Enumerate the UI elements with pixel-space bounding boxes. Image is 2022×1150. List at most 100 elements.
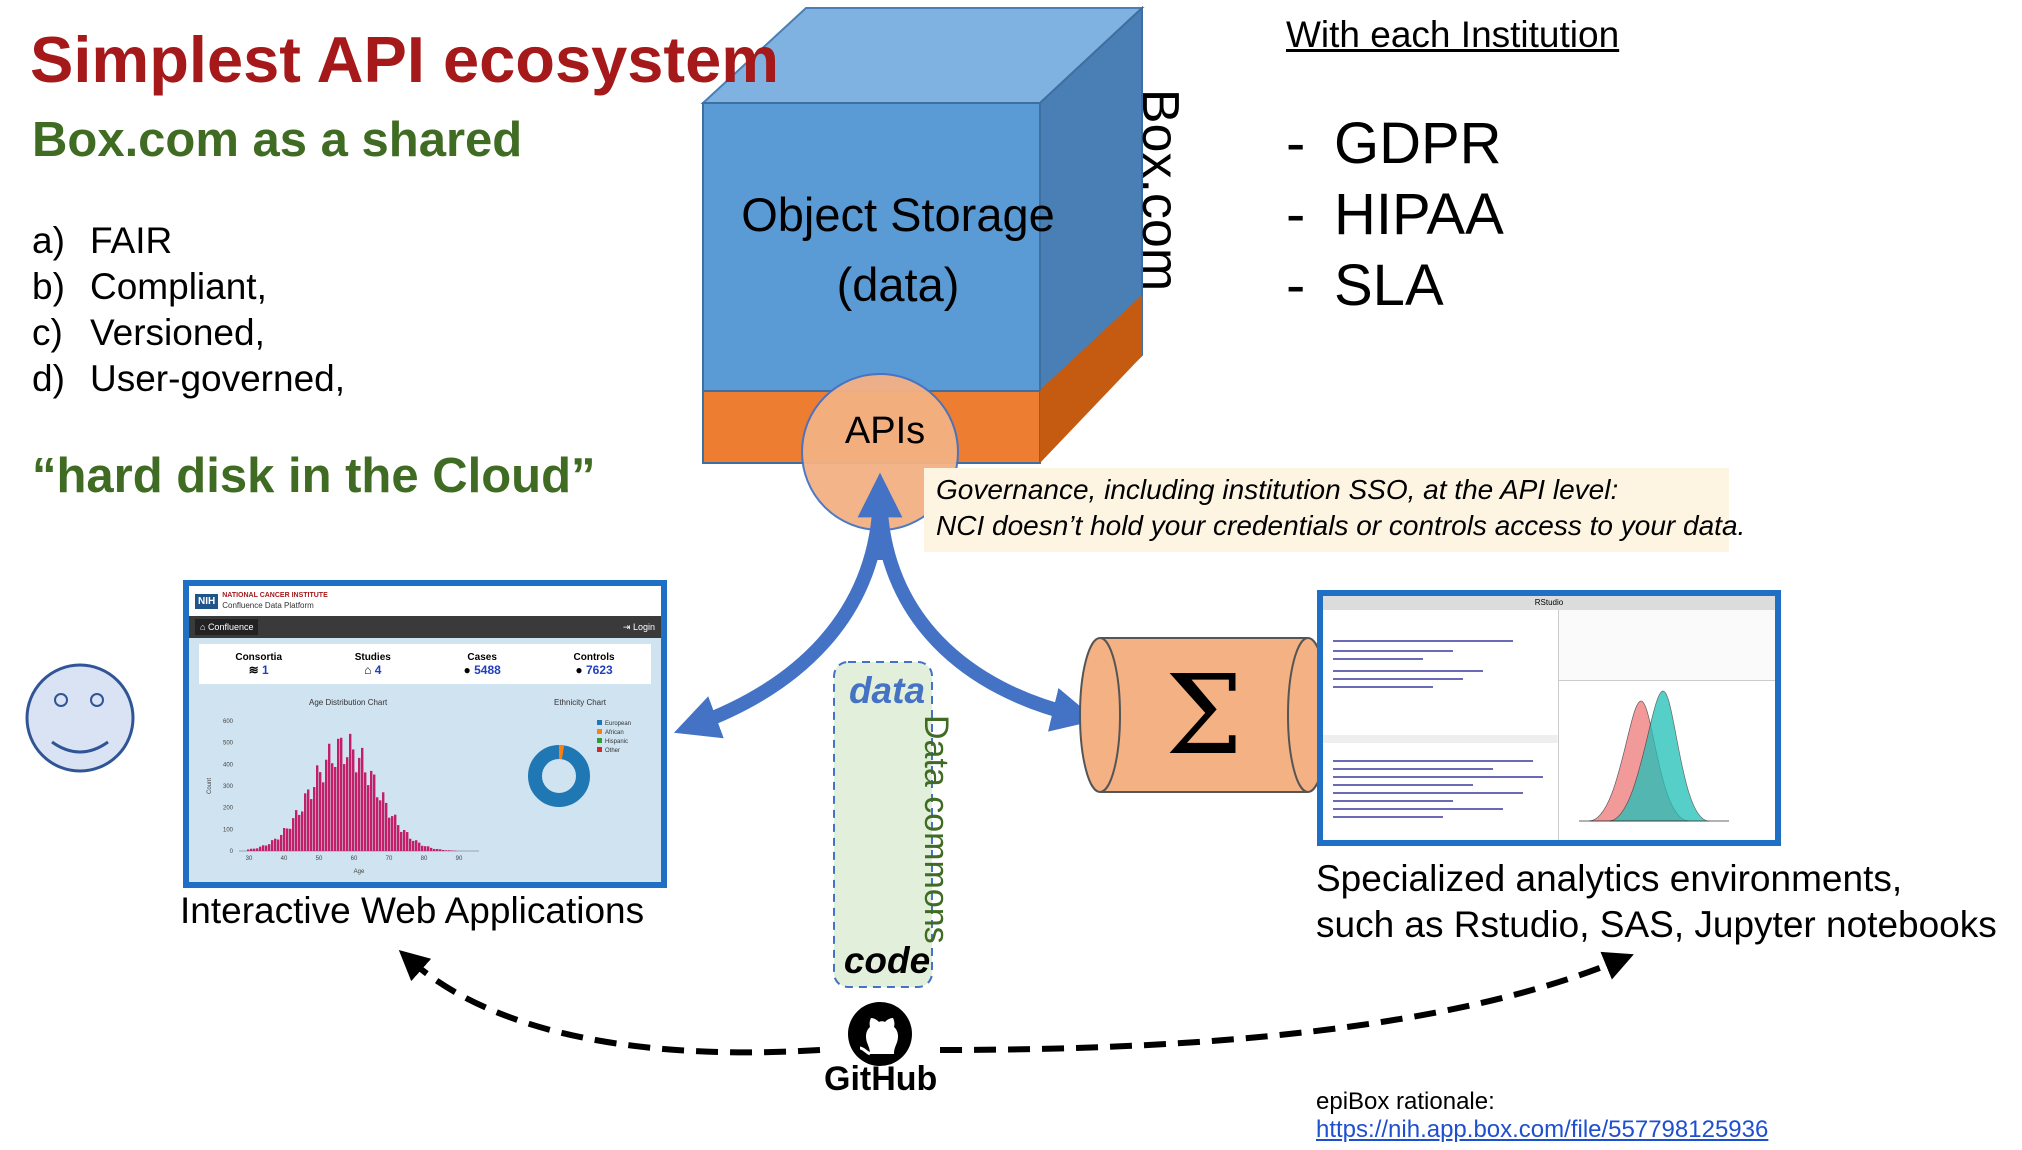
- rstudio-title: RStudio: [1323, 596, 1775, 610]
- apis-label: APIs: [844, 410, 926, 452]
- data-commons-label: Data commons: [917, 715, 955, 944]
- property-text: User-governed,: [90, 358, 346, 399]
- sigma-icon: Σ: [1165, 651, 1243, 779]
- histogram-x-label: Age: [354, 869, 365, 875]
- histogram-bar: [355, 772, 358, 851]
- histogram-bar: [388, 817, 391, 851]
- histogram-bar: [319, 772, 322, 851]
- epibox-link[interactable]: https://nih.app.box.com/file/55779812593…: [1316, 1116, 1769, 1143]
- donut-legend-swatch: [597, 729, 602, 734]
- histogram-x-tick: 90: [456, 856, 463, 862]
- histogram-bar: [436, 848, 439, 851]
- web-app-screenshot: NIH NATIONAL CANCER INSTITUTE Confluence…: [183, 580, 667, 888]
- data-commons-box: [833, 661, 933, 988]
- subtitle: Box.com as a shared: [32, 113, 523, 167]
- github-arrow-left: [398, 950, 821, 1056]
- histogram-x-tick: 80: [421, 856, 428, 862]
- property-text: Versioned,: [90, 312, 265, 353]
- stat-consortia: Consortia ≋ 1: [235, 651, 283, 677]
- cube-front-face: [702, 102, 1041, 392]
- histogram-bar: [406, 832, 409, 851]
- histogram-bar: [391, 816, 394, 851]
- histogram-x-tick: 30: [246, 856, 253, 862]
- code-lines: [1323, 640, 1558, 818]
- donut-legend-label: European: [605, 721, 631, 727]
- histogram-y-tick: 0: [230, 849, 234, 855]
- histogram-bar: [274, 838, 277, 851]
- property-item: b)Compliant,: [32, 264, 345, 310]
- histogram-bar: [367, 785, 370, 851]
- histogram-bar: [301, 811, 304, 851]
- regulation-list: -GDPR -HIPAA -SLA: [1286, 108, 1504, 321]
- github-label: GitHub: [824, 1060, 938, 1098]
- histogram-y-tick: 500: [223, 741, 234, 747]
- histogram-bar: [310, 799, 313, 851]
- web-app-subbrand: Confluence Data Platform: [222, 601, 314, 610]
- histogram-y-tick: 400: [223, 762, 234, 768]
- histogram-y-tick: 300: [223, 784, 234, 790]
- histogram-bar: [304, 793, 307, 851]
- histogram-bar: [346, 757, 349, 851]
- property-key: d): [32, 358, 65, 399]
- histogram-bar: [265, 845, 268, 851]
- governance-line2: NCI doesn’t hold your credentials or con…: [936, 510, 1746, 541]
- histogram-bar: [379, 800, 382, 851]
- nav-home-link[interactable]: ⌂ Confluence: [195, 619, 259, 635]
- data-commons-code: code: [843, 940, 931, 981]
- histogram-bar: [280, 834, 283, 851]
- histogram-bar: [256, 848, 259, 851]
- layers-icon: ≋: [248, 662, 259, 677]
- histogram-bar: [352, 749, 355, 851]
- histogram-bar: [247, 849, 250, 851]
- histogram-bar: [370, 770, 373, 851]
- histogram-bar: [361, 747, 364, 851]
- histogram-bar: [358, 757, 361, 851]
- histogram-bar: [364, 772, 367, 851]
- histogram-bar: [403, 830, 406, 851]
- histogram-x-tick: 60: [351, 856, 358, 862]
- histogram-x-tick: 40: [281, 856, 288, 862]
- institution-title: With each Institution: [1286, 14, 1620, 55]
- histogram-bar: [385, 802, 388, 851]
- histogram-bar: [334, 766, 337, 851]
- nav-login-link[interactable]: ⇥ Login: [622, 621, 655, 632]
- regulation-item: -GDPR: [1286, 111, 1502, 176]
- analytics-label-line1: Specialized analytics environments,: [1316, 858, 1903, 899]
- github-logo-icon: [848, 1002, 912, 1066]
- regulation-text: SLA: [1334, 253, 1444, 318]
- governance-line1: Governance, including institution SSO, a…: [936, 474, 1619, 505]
- stat-controls: Controls ● 7623: [573, 651, 615, 677]
- tagline: “hard disk in the Cloud”: [32, 449, 596, 503]
- histogram-bar: [451, 850, 454, 851]
- histogram-bar: [295, 810, 298, 851]
- histogram-bar: [412, 840, 415, 851]
- cube-side-orange-lower: [1040, 296, 1142, 463]
- histogram-x-tick: 70: [386, 856, 393, 862]
- histogram-bar: [292, 818, 295, 851]
- density-plot: [1578, 690, 1729, 822]
- histogram-bar: [397, 825, 400, 851]
- histogram-y-label: Count: [207, 778, 213, 794]
- histogram-x-tick: 50: [316, 856, 323, 862]
- person-icon: ●: [463, 662, 471, 677]
- histogram-bar: [448, 850, 451, 851]
- rstudio-screenshot: RStudio: [1317, 590, 1781, 846]
- user-smiley-icon: [25, 663, 135, 773]
- object-storage-line1: Object Storage: [741, 188, 1055, 241]
- epibox-label: epiBox rationale:: [1316, 1088, 1495, 1115]
- histogram-bar: [262, 845, 265, 851]
- stat-cases: Cases ● 5488: [463, 651, 501, 677]
- histogram-bar: [409, 838, 412, 851]
- histogram-bar: [439, 849, 442, 851]
- histogram-bar: [421, 845, 424, 851]
- histogram-y-tick: 600: [223, 719, 234, 725]
- donut-legend-swatch: [597, 720, 602, 725]
- histogram-bar: [373, 774, 376, 851]
- donut-slice: [528, 745, 590, 807]
- histogram-bar: [343, 764, 346, 851]
- property-item: d) User-governed,: [32, 356, 345, 402]
- institution-icon: ⌂: [364, 662, 372, 677]
- histogram-bar: [331, 763, 334, 851]
- donut-legend-label: African: [605, 730, 624, 736]
- histogram-bar: [433, 848, 436, 851]
